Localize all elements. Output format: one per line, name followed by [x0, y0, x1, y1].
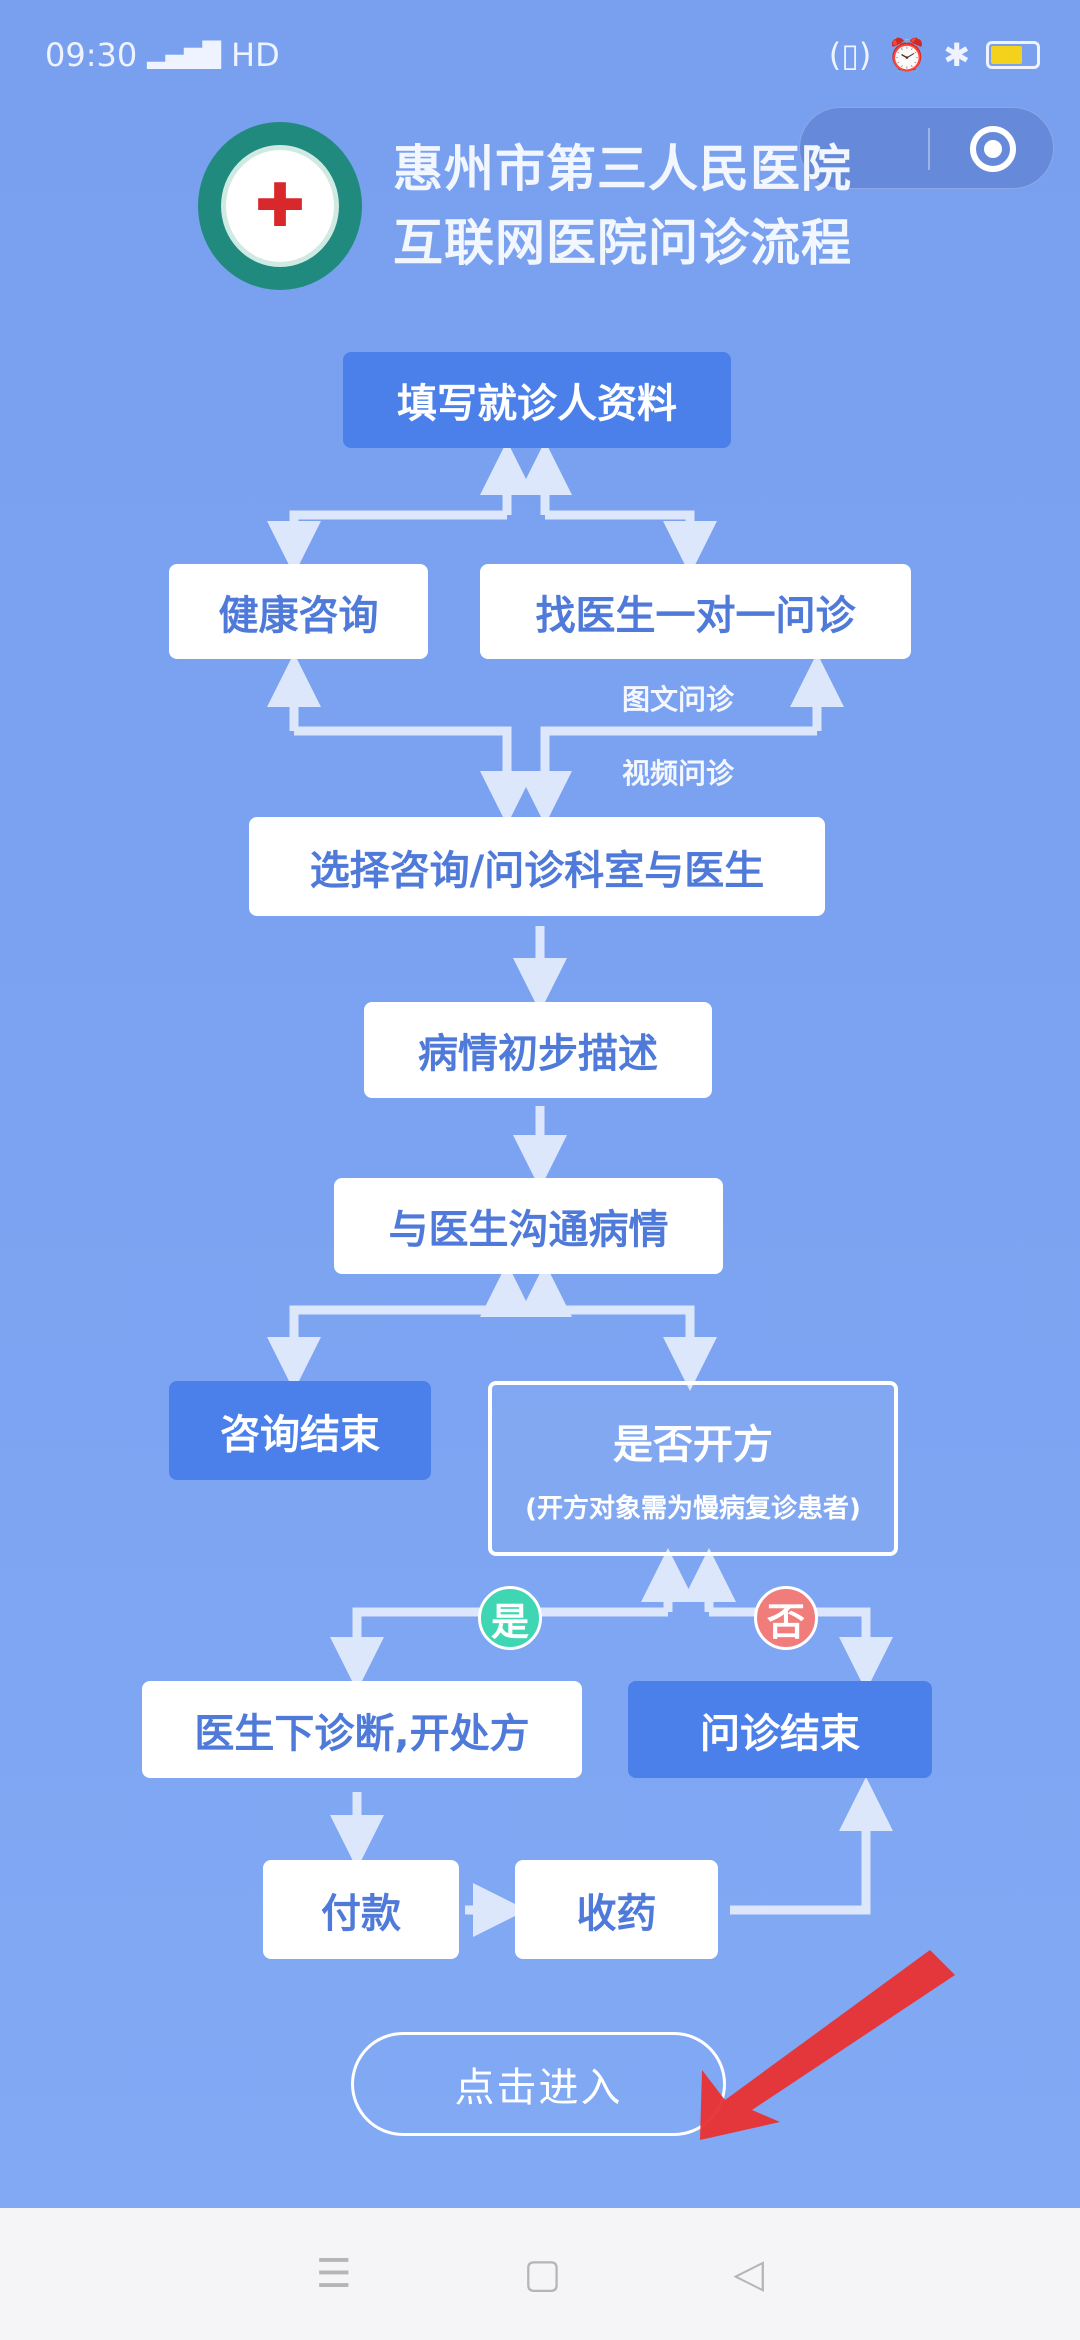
step-describe: 病情初步描述 [364, 1002, 712, 1098]
prescribe-question-text: 是否开方 [613, 1422, 773, 1468]
no-badge: 否 [754, 1586, 818, 1650]
step-pay: 付款 [263, 1860, 459, 1959]
title-line-2: 互联网医院问诊流程 [393, 214, 852, 272]
status-time: 09:30 [45, 36, 138, 74]
step-find-doctor: 找医生一对一问诊 [480, 564, 911, 659]
yes-badge: 是 [478, 1586, 542, 1650]
alarm-icon: ⏰ [887, 36, 928, 74]
vibrate-icon: (▯) [828, 36, 872, 74]
prescribe-note: (开方对象需为慢病复诊患者) [525, 1494, 861, 1524]
hospital-logo: ✚ [198, 122, 362, 290]
step-receive-medicine: 收药 [515, 1860, 718, 1959]
title-line-1: 惠州市第三人民医院 [393, 140, 852, 198]
step-select-dept: 选择咨询/问诊科室与医生 [249, 817, 825, 916]
step-visit-end: 问诊结束 [628, 1681, 932, 1778]
label-text-consult: 图文问诊 [622, 683, 735, 716]
battery-icon [986, 41, 1040, 69]
page-title: 惠州市第三人民医院 互联网医院问诊流程 [393, 132, 852, 280]
status-bar: 09:30 ▂▄▆█ HD (▯) ⏰ ✱ [45, 30, 1040, 80]
menu-icon[interactable]: ☰ [315, 2251, 352, 2297]
close-target-icon[interactable] [970, 126, 1016, 172]
bluetooth-icon: ✱ [943, 36, 970, 74]
step-fill-info: 填写就诊人资料 [343, 352, 731, 448]
signal-icon: ▂▄▆█ [147, 41, 222, 69]
label-video-consult: 视频问诊 [622, 757, 735, 790]
home-icon[interactable]: ▢ [523, 2251, 562, 2297]
enter-button[interactable]: 点击进入 [351, 2032, 726, 2136]
step-diagnose: 医生下诊断,开处方 [142, 1681, 582, 1778]
step-prescribe-question: 是否开方 (开方对象需为慢病复诊患者) [488, 1381, 898, 1556]
system-nav-bar: ☰ ▢ ◁ [0, 2208, 1080, 2340]
back-icon[interactable]: ◁ [733, 2251, 765, 2297]
step-communicate: 与医生沟通病情 [334, 1178, 723, 1274]
hd-label: HD [231, 36, 280, 74]
step-health-consult: 健康咨询 [169, 564, 428, 659]
step-consult-end: 咨询结束 [169, 1381, 431, 1480]
miniprogram-capsule[interactable] [799, 107, 1054, 189]
capsule-divider [928, 128, 930, 170]
